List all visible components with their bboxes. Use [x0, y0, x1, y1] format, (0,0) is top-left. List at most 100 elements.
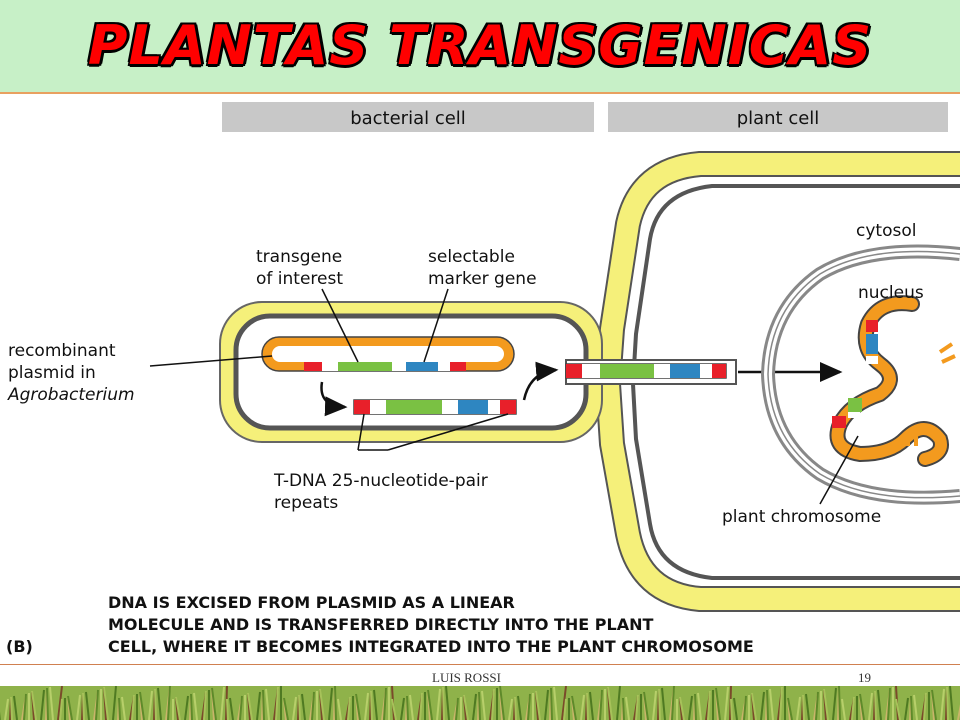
grass-blade [730, 698, 733, 720]
recombinant-plasmid [261, 336, 515, 372]
grass-blade [724, 686, 729, 720]
grass-blade [118, 697, 121, 720]
grass-blade [796, 696, 801, 720]
nucleus-label: nucleus [858, 283, 924, 303]
grass-blade [923, 692, 927, 720]
transfer-arrow [522, 361, 559, 401]
grass-blade [491, 688, 495, 720]
grass-blade [256, 691, 261, 720]
grass-blade [229, 697, 234, 720]
footer-divider [0, 664, 960, 665]
grass-blade [311, 691, 315, 720]
grass-blade [895, 698, 901, 720]
grass-blade [4, 698, 9, 720]
header-bacterial-cell [222, 102, 594, 132]
grass-blade [658, 688, 661, 720]
grass-blade [571, 695, 577, 720]
grass-blade [527, 693, 531, 720]
grass-blade [103, 686, 109, 720]
transgene-label-line1: transgene [256, 247, 342, 267]
grass-blade [211, 687, 217, 720]
grass-blade [550, 687, 553, 720]
excision-arrow [320, 381, 348, 417]
grass-blade [203, 690, 207, 720]
grass-blade [226, 698, 229, 720]
grass-blade [239, 695, 243, 720]
grass-blade [406, 695, 409, 720]
transfer-channel [565, 359, 737, 385]
plasmid-label-line2: plasmid in [8, 363, 96, 383]
grass-blade [220, 686, 225, 720]
grass-blade [643, 691, 649, 720]
excised-tdna-linear [353, 399, 517, 415]
grass-blade [283, 697, 289, 720]
grass-blade [347, 696, 351, 720]
grass-blade [131, 694, 135, 720]
grass-blade [57, 686, 63, 720]
grass-blade [355, 693, 361, 720]
grass-blade [419, 692, 423, 720]
grass-blade [625, 696, 630, 720]
grass-blade [561, 686, 567, 720]
grass-blade [499, 686, 505, 720]
header-bacterial-label: bacterial cell [350, 108, 466, 129]
grass-blade [851, 696, 855, 720]
grass-blade [697, 692, 702, 720]
grass-blade [940, 688, 945, 720]
grass-blade [874, 690, 877, 720]
grass-blade [859, 693, 865, 720]
grass-blade [139, 691, 145, 720]
grass-blade [13, 695, 18, 720]
grass-blade [23, 693, 27, 720]
grass-blade [733, 697, 738, 720]
header-plant-label: plant cell [737, 108, 820, 129]
grass-blade [472, 693, 477, 720]
grass-blade [301, 693, 306, 720]
grass-blade [59, 698, 63, 720]
grass-blade [478, 691, 481, 720]
grass-blade [514, 696, 517, 720]
grass-blade [445, 686, 450, 720]
grass-blade [455, 697, 459, 720]
grass-blade [877, 689, 882, 720]
grass-blade [31, 690, 37, 720]
grass-blade [805, 693, 810, 720]
pointer-lines [149, 288, 859, 505]
grass-blade [148, 690, 153, 720]
grass-blade [671, 686, 675, 720]
cytosol-label: cytosol [856, 221, 916, 241]
tdna-label-line2: repeats [274, 493, 338, 513]
grass-blade [85, 691, 90, 720]
grass-blade [328, 687, 333, 720]
grass-blade [370, 690, 373, 720]
header-plant-cell [608, 102, 948, 132]
grass-blade [76, 694, 81, 720]
grass-blade [112, 686, 117, 720]
grass-blade [599, 689, 603, 720]
plant-chromosome [829, 295, 956, 467]
grass-blade [184, 695, 189, 720]
caption-line1: DNA IS EXCISED FROM PLASMID AS A LINEAR [108, 593, 515, 612]
title-band [0, 0, 960, 92]
grass-blade [815, 691, 819, 720]
marker-label-line1: selectable [428, 247, 515, 267]
grass-blade [661, 687, 666, 720]
grass-blade [95, 689, 99, 720]
grass-blade [787, 697, 793, 720]
transformation-diagram: bacterial cell plant cell [6, 102, 960, 656]
grass-blade [868, 692, 873, 720]
grass-blade [67, 695, 73, 720]
grass-blade [760, 691, 765, 720]
grass-blade [544, 689, 549, 720]
grass-blade [49, 686, 54, 720]
grass-blade [887, 687, 891, 720]
grass-blade [563, 698, 567, 720]
grass-blade [334, 686, 337, 720]
grass-blade [436, 688, 441, 720]
plasmid-label-line1: recombinant [8, 341, 116, 361]
grass-blade [373, 689, 378, 720]
grass-blade [589, 691, 594, 720]
grass-blade [832, 687, 837, 720]
grass-blade [823, 688, 829, 720]
grass-blade [688, 695, 693, 720]
